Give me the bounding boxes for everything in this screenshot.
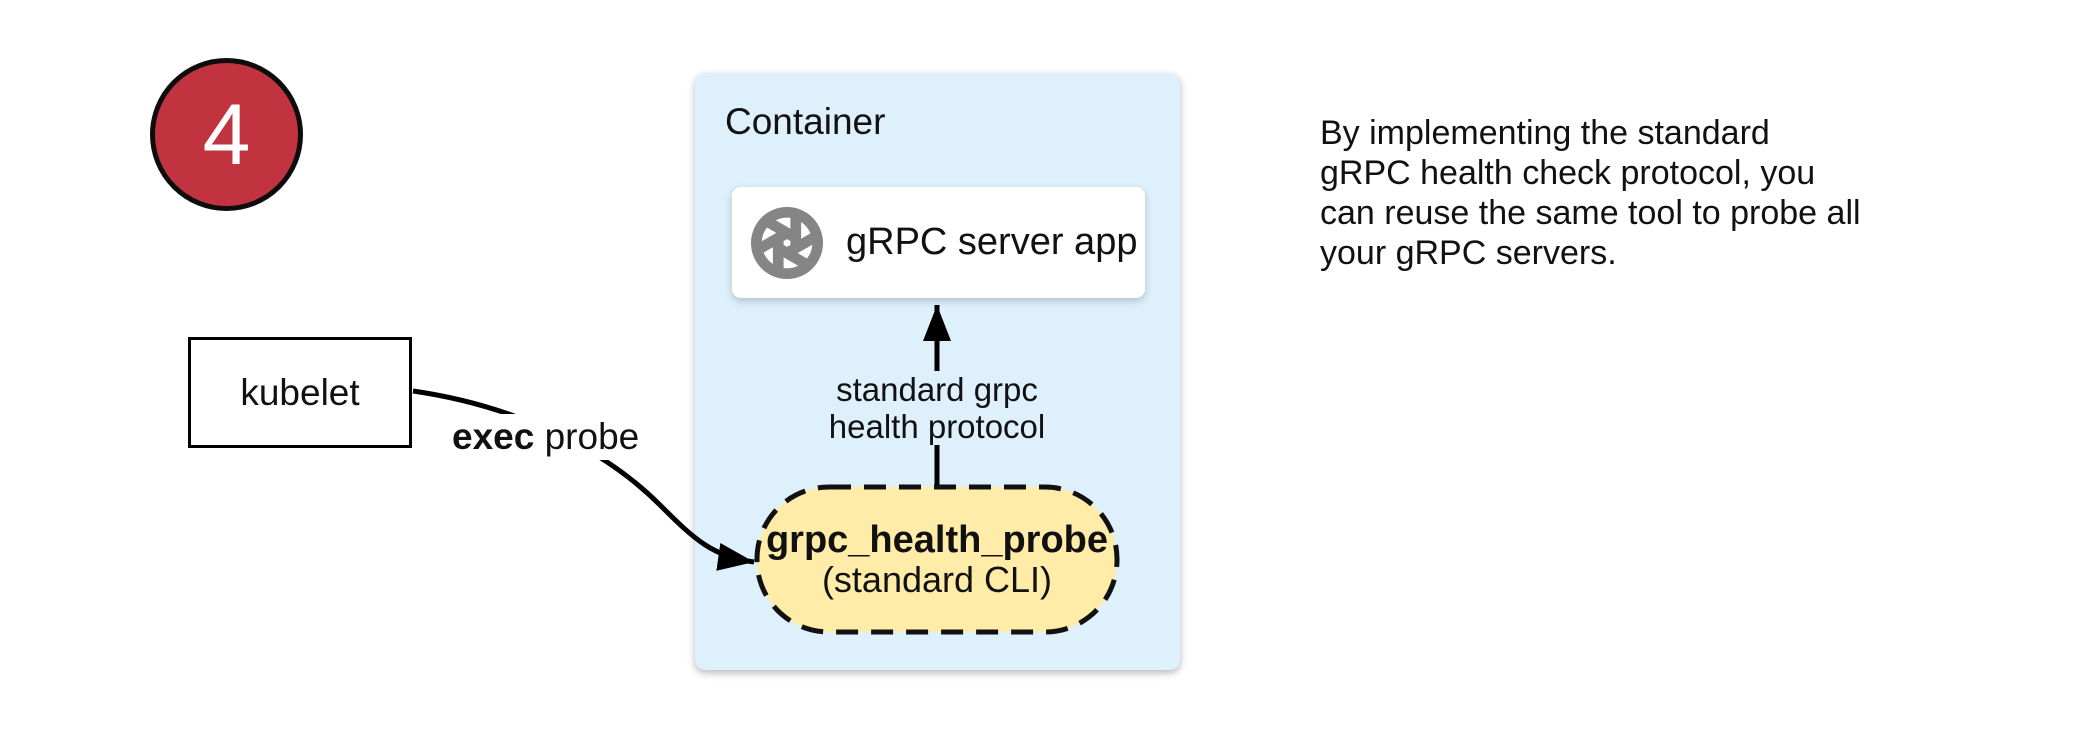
exec-probe-label: exec probe — [446, 414, 646, 460]
grpc-server-label: gRPC server app — [846, 221, 1138, 263]
grpc-logo-icon — [750, 206, 824, 279]
kubelet-label: kubelet — [240, 371, 360, 413]
note-text: By implementing the standard gRPC health… — [1320, 114, 1861, 272]
exec-probe-label-bold: exec — [452, 416, 535, 457]
kubelet-box: kubelet — [188, 337, 412, 448]
container-title: Container — [725, 101, 886, 142]
exec-probe-label-rest: probe — [534, 416, 640, 457]
step-badge: 4 — [150, 58, 303, 211]
step-number: 4 — [202, 86, 251, 183]
health-protocol-label: standard grpc health protocol — [820, 371, 1054, 445]
grpc-server-box: gRPC server app — [732, 187, 1145, 298]
grpc-health-probe-subtitle: (standard CLI) — [821, 558, 1053, 600]
grpc-health-probe-text: grpc_health_probe (standard CLI) — [757, 487, 1117, 632]
grpc-health-probe-name: grpc_health_probe — [765, 518, 1109, 561]
